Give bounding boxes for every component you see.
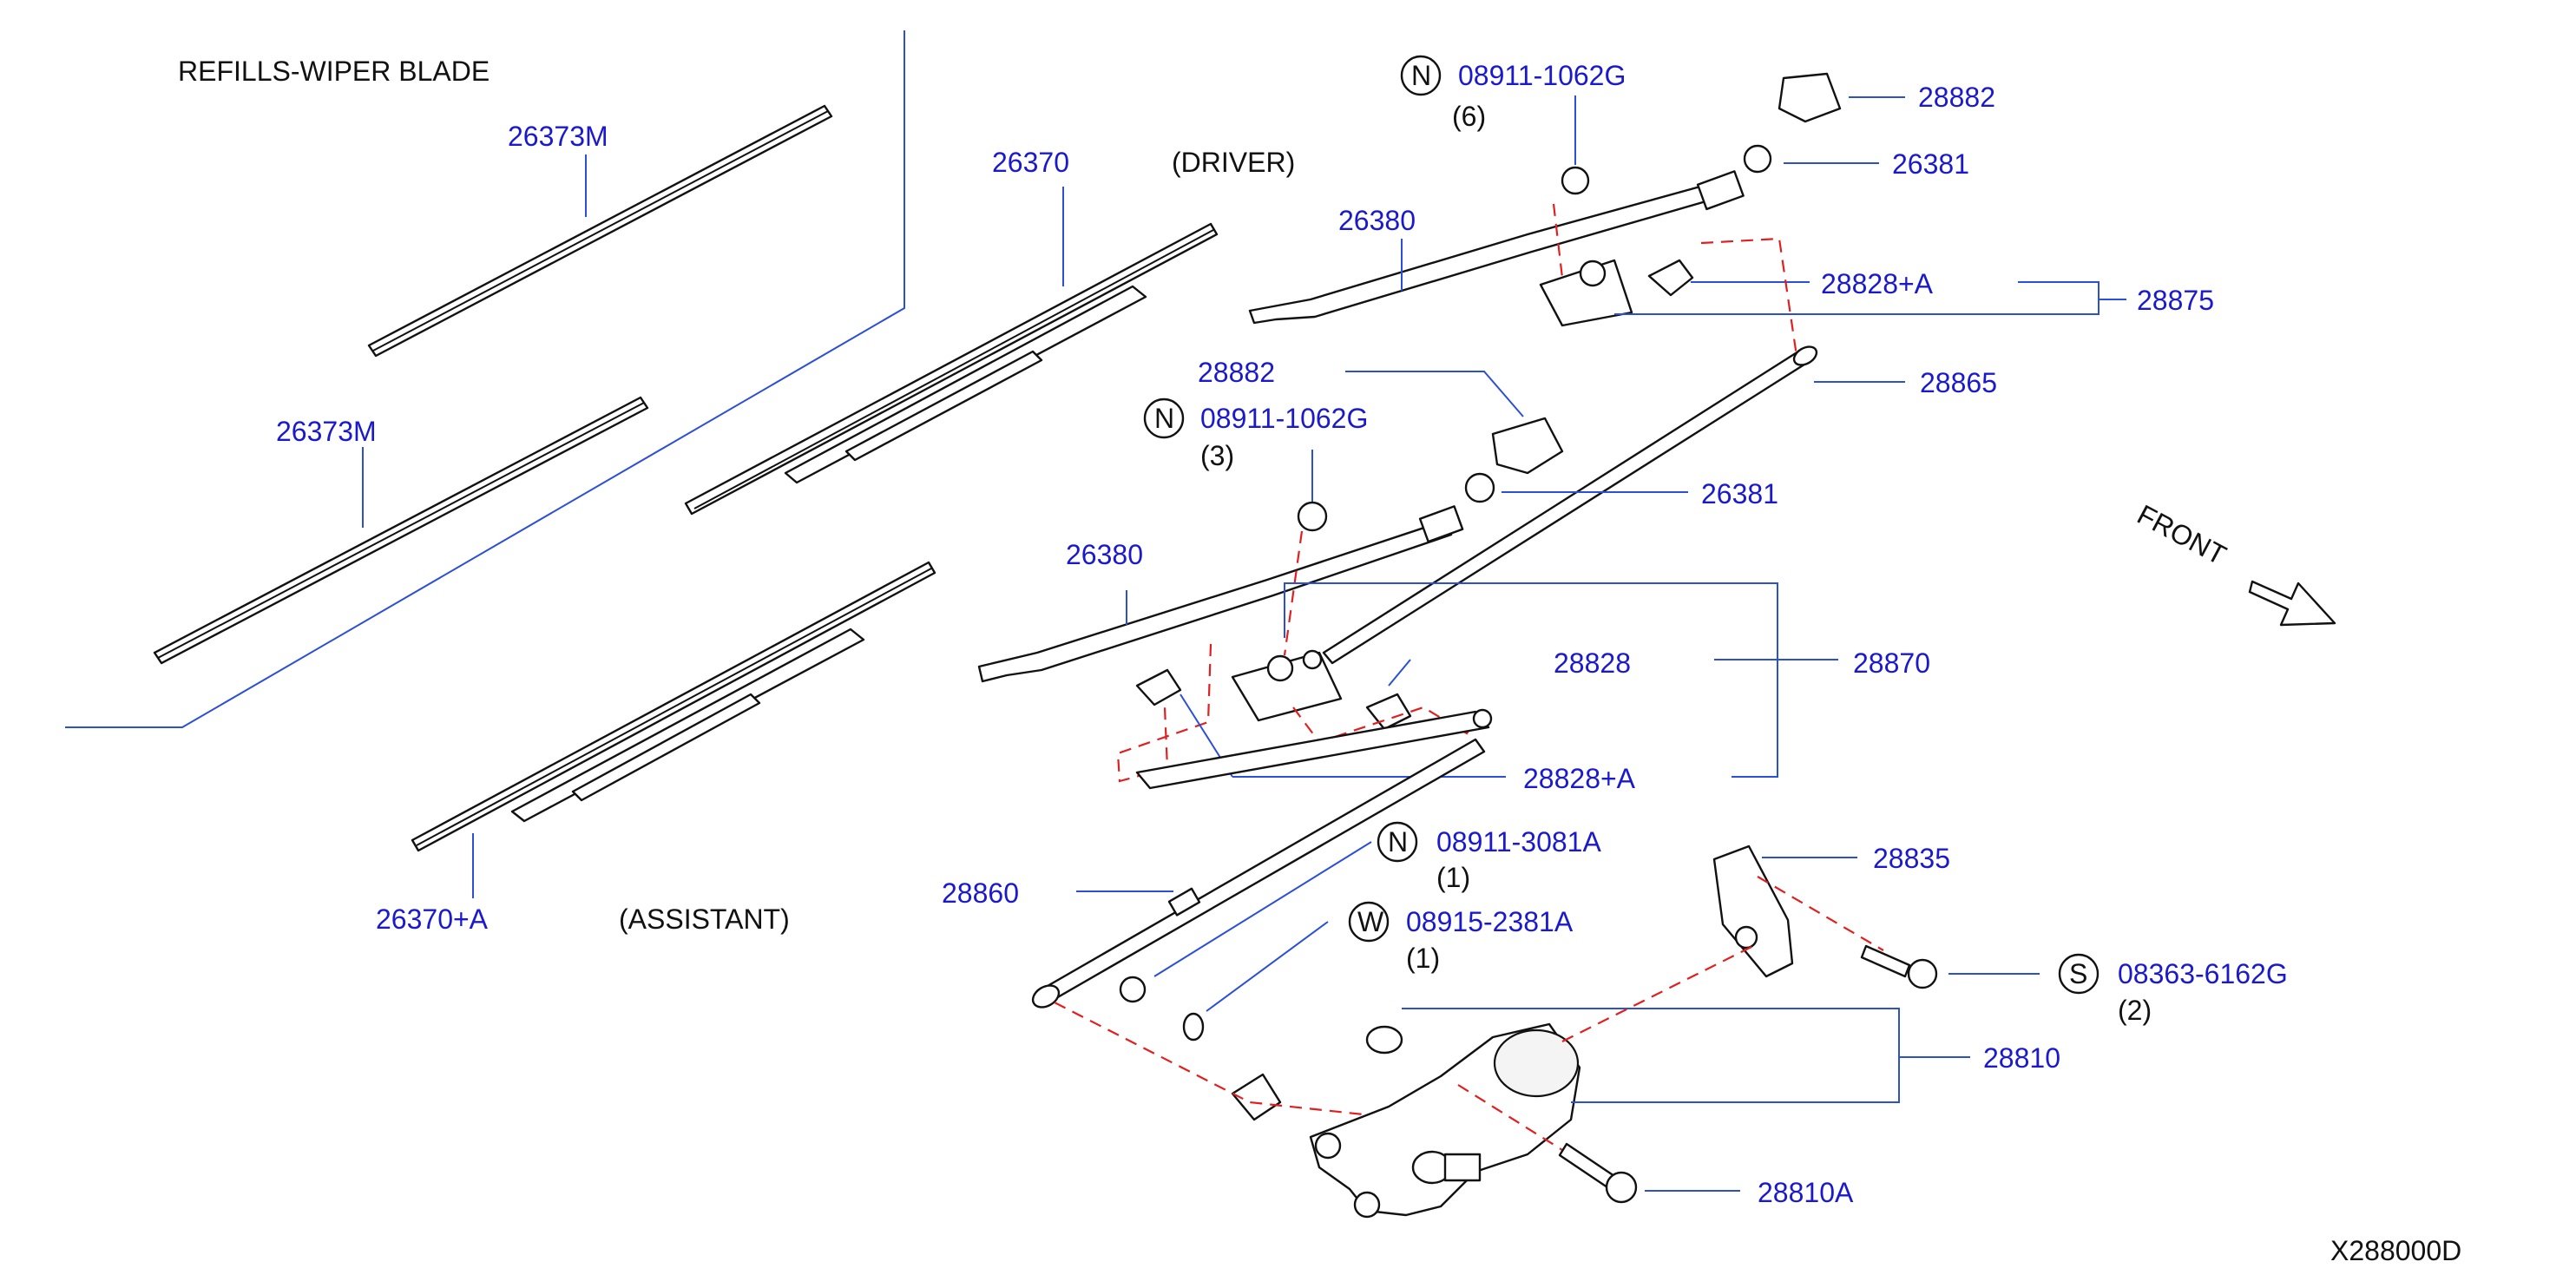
part-label-08915-2381A: 08915-2381A bbox=[1406, 906, 1574, 937]
drawing-code: X288000D bbox=[2330, 1235, 2461, 1266]
nut-26381-lower bbox=[1464, 472, 1495, 503]
refill-strip-upper bbox=[367, 104, 833, 358]
bracket-28870 bbox=[1284, 582, 1778, 778]
part-label-08911-3081A: 08911-3081A bbox=[1436, 826, 1601, 858]
wiper-blade-assistant bbox=[411, 561, 936, 852]
driver-note: (DRIVER) bbox=[1172, 147, 1295, 178]
leader-28828 bbox=[1388, 659, 1411, 687]
qty-08911-1062G-a: (6) bbox=[1452, 101, 1486, 132]
prefix-circle-N-c bbox=[1377, 821, 1418, 863]
prefix-N-c: N bbox=[1388, 826, 1408, 858]
part-label-26370A: 26370+A bbox=[376, 904, 489, 935]
cap-28882-upper bbox=[1778, 72, 1842, 123]
part-label-26373M-a: 26373M bbox=[508, 121, 608, 152]
wiper-blade-driver bbox=[684, 222, 1219, 516]
part-label-28810A: 28810A bbox=[1758, 1177, 1854, 1208]
clip-bracket bbox=[1231, 1073, 1282, 1121]
qty-08363-6162G: (2) bbox=[2118, 995, 2152, 1026]
bracket-28835 bbox=[1712, 844, 1794, 978]
part-label-08911-1062G-a: 08911-1062G bbox=[1458, 60, 1626, 91]
nut-08911-3081A bbox=[1119, 976, 1147, 1003]
part-label-28860: 28860 bbox=[942, 877, 1019, 909]
assembly-line-bracket bbox=[1757, 876, 1884, 951]
leader-28882-b bbox=[1345, 371, 1524, 417]
front-label: FRONT bbox=[2132, 498, 2231, 571]
part-label-28828A-a: 28828+A bbox=[1821, 268, 1934, 299]
assembly-line-middle bbox=[1116, 643, 1212, 783]
pivot-driver bbox=[1539, 203, 1633, 327]
part-label-28828: 28828 bbox=[1554, 647, 1631, 679]
prefix-circle-W bbox=[1348, 901, 1390, 943]
part-label-28828A-b: 28828+A bbox=[1523, 763, 1636, 794]
bushing-28828A-upper bbox=[1647, 259, 1694, 297]
refill-strip-lower bbox=[153, 396, 649, 665]
leader-08911-3081A bbox=[1153, 841, 1372, 977]
part-label-28882-b: 28882 bbox=[1198, 357, 1275, 388]
part-label-28875: 28875 bbox=[2137, 285, 2214, 316]
grommet-28810 bbox=[1365, 1025, 1403, 1055]
pivot-assistant bbox=[1231, 530, 1343, 722]
wiper-motor-28810 bbox=[1309, 1022, 1581, 1219]
nut-26381-upper bbox=[1743, 144, 1772, 174]
part-label-26381-a: 26381 bbox=[1892, 148, 1969, 180]
front-arrow-icon bbox=[2248, 580, 2336, 627]
prefix-circle-N-a bbox=[1400, 55, 1442, 96]
diagram-header: REFILLS-WIPER BLADE bbox=[178, 56, 490, 87]
prefix-W: W bbox=[1357, 906, 1384, 937]
assembly-line-upper bbox=[1700, 237, 1798, 357]
part-label-28870: 28870 bbox=[1853, 647, 1930, 679]
drive-rod-28860 bbox=[1031, 738, 1486, 1009]
qty-08911-3081A: (1) bbox=[1436, 862, 1470, 893]
link-short bbox=[1135, 708, 1493, 790]
link-rod-28865 bbox=[1322, 345, 1818, 665]
bracket-28875 bbox=[1614, 281, 2100, 315]
qty-08915-2381A: (1) bbox=[1406, 943, 1440, 974]
part-label-28810: 28810 bbox=[1983, 1042, 2060, 1074]
cap-28882-lower bbox=[1491, 417, 1564, 475]
qty-08911-1062G-b: (3) bbox=[1200, 440, 1234, 471]
assistant-note: (ASSISTANT) bbox=[619, 904, 790, 935]
bolt-28810A bbox=[1558, 1142, 1638, 1204]
washer-08915-2381A bbox=[1182, 1012, 1205, 1042]
part-label-28882-a: 28882 bbox=[1918, 82, 1995, 113]
part-label-26373M-b: 26373M bbox=[276, 416, 377, 447]
prefix-N-b: N bbox=[1154, 403, 1174, 434]
assembly-line-lower bbox=[1054, 1002, 1372, 1117]
prefix-circle-N-b bbox=[1143, 398, 1185, 439]
assembly-line-motor-bolt bbox=[1457, 1084, 1563, 1151]
prefix-N-a: N bbox=[1411, 60, 1431, 91]
assembly-line-motor bbox=[1561, 945, 1754, 1042]
refill-boundary-line bbox=[65, 30, 905, 728]
wiper-arm-assistant bbox=[977, 505, 1464, 683]
leader-08915-2381A bbox=[1206, 921, 1329, 1012]
bracket-28810 bbox=[1402, 1008, 1900, 1103]
bolt-08363-6162G bbox=[1860, 944, 1938, 989]
part-label-26370: 26370 bbox=[992, 147, 1069, 178]
part-label-28835: 28835 bbox=[1873, 843, 1950, 874]
wiper-arm-driver bbox=[1248, 170, 1745, 325]
prefix-circle-S bbox=[2058, 953, 2100, 995]
part-label-26381-b: 26381 bbox=[1701, 478, 1778, 509]
bushing-28828-left bbox=[1135, 668, 1182, 706]
part-label-26380-b: 26380 bbox=[1066, 539, 1143, 570]
part-label-08911-1062G-b: 08911-1062G bbox=[1200, 403, 1368, 434]
part-label-28865: 28865 bbox=[1920, 367, 1997, 398]
prefix-S: S bbox=[2069, 958, 2087, 989]
part-label-26380-a: 26380 bbox=[1338, 205, 1416, 236]
part-label-08363-6162G: 08363-6162G bbox=[2118, 958, 2288, 989]
nut-08911-lower bbox=[1297, 501, 1328, 532]
nut-08911-upper bbox=[1561, 166, 1590, 195]
